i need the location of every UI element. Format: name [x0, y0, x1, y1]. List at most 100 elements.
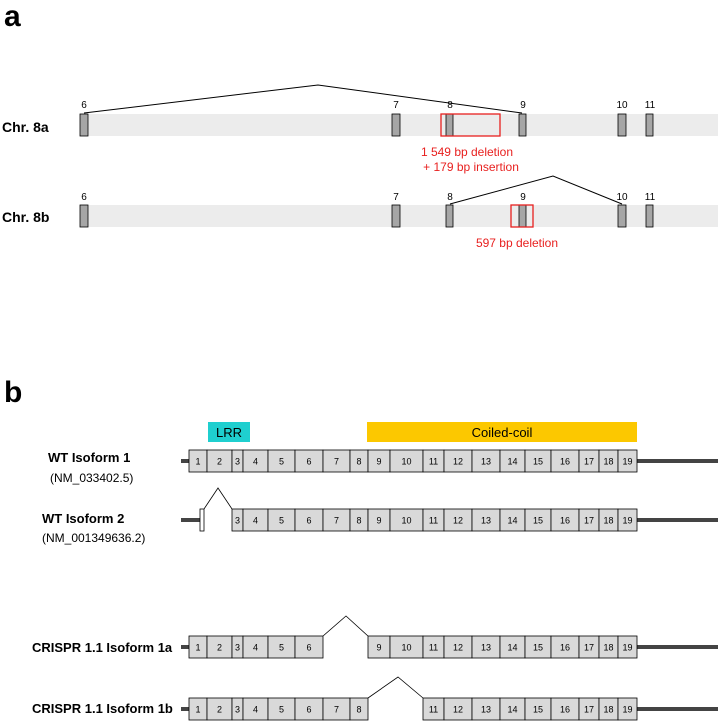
chr-8b-exon-label: 9 [520, 192, 526, 203]
exon-number: 11 [429, 457, 438, 467]
exon-number: 5 [279, 457, 284, 467]
exon-number: 19 [622, 643, 632, 653]
chr-8b-exon-8 [445, 204, 454, 228]
isoform-1-structure: 1 2 3 4 5 6 7 8 9 10 11 12 13 14 15 16 1… [181, 449, 718, 473]
chr-8a-exon-label: 8 [447, 100, 453, 111]
chr-8a-exon-7 [391, 113, 401, 137]
exon-number: 5 [279, 643, 284, 653]
exon-number: 6 [306, 705, 311, 715]
chr-8b-exon-label: 8 [447, 192, 453, 203]
exon-number: 11 [429, 516, 438, 526]
isoform-accession: (NM_001349636.2) [42, 531, 145, 545]
exon-number: 13 [481, 643, 491, 653]
exon-number: 1 [195, 705, 200, 715]
exon-number: 12 [453, 516, 463, 526]
chr-8b-deletion-box [510, 204, 534, 228]
exon-number: 10 [401, 516, 411, 526]
exon-number: 12 [453, 643, 463, 653]
exon-number: 15 [533, 705, 543, 715]
exon-number: 13 [481, 516, 491, 526]
chr-8a-exon-label: 9 [520, 100, 526, 111]
exon-number: 16 [560, 643, 570, 653]
exon-number: 4 [253, 643, 258, 653]
chr-8b-exon-label: 10 [616, 192, 628, 203]
chr-8a-deletion-box [440, 113, 501, 137]
panel-b-label: b [4, 376, 22, 409]
exon-number: 14 [507, 516, 517, 526]
exon-number: 9 [376, 643, 381, 653]
exon-number: 18 [603, 457, 613, 467]
chr-8b-track: Chr. 8b 6 7 8 9 10 11 597 bp deletion [2, 175, 718, 250]
exon-number: 1 [195, 643, 200, 653]
exon-number: 9 [376, 516, 381, 526]
chr-8a-exon-label: 11 [645, 100, 656, 111]
chr-8b-exon-label: 11 [645, 192, 656, 203]
exon-number: 12 [453, 705, 463, 715]
exon-number: 8 [356, 516, 361, 526]
chr-8a-exon-label: 7 [393, 100, 399, 111]
panel-a-label: a [4, 0, 21, 33]
exon-number: 10 [401, 457, 411, 467]
chr-8a-label: Chr. 8a [2, 119, 49, 135]
exon-number: 12 [453, 457, 463, 467]
exon-number: 3 [235, 516, 240, 526]
exon-number: 4 [253, 705, 258, 715]
exon-box [617, 449, 638, 473]
exon-number: 5 [279, 516, 284, 526]
intron-line [322, 615, 369, 637]
isoform-accession: (NM_033402.5) [50, 471, 133, 485]
exon-number: 13 [481, 705, 491, 715]
exon-number: 2 [217, 705, 222, 715]
exon-number: 16 [560, 457, 570, 467]
exon-box [617, 508, 638, 532]
exon-number: 14 [507, 643, 517, 653]
chr-8b-label: Chr. 8b [2, 209, 49, 225]
exon-number: 4 [253, 457, 258, 467]
isoform-name: WT Isoform 2 [42, 511, 124, 526]
exon-number: 6 [306, 643, 311, 653]
isoform-name: WT Isoform 1 [48, 450, 130, 465]
chr-8b-exon-11 [645, 204, 654, 228]
exon-number: 16 [560, 705, 570, 715]
chr-8a-exon-label: 6 [81, 100, 87, 111]
chr-8b-exon-7 [391, 204, 401, 228]
exon-number: 8 [356, 457, 361, 467]
chr-8b-exon-label: 7 [393, 192, 399, 203]
exon-box [617, 635, 638, 659]
exon-number: 6 [306, 457, 311, 467]
isoform-name: CRISPR 1.1 Isoform 1b [32, 701, 173, 716]
exon-number: 7 [334, 516, 339, 526]
chr-8a-exon-10 [617, 113, 627, 137]
exon-number: 17 [584, 705, 594, 715]
chr-8b-exon-9 [518, 204, 527, 228]
chr-8a-exon-8 [445, 113, 454, 137]
exon-number: 18 [603, 643, 613, 653]
coiled-coil-domain [367, 422, 637, 442]
chr-8a-track: Chr. 8a 6 7 8 9 10 11 1 549 bp deletion … [2, 84, 718, 174]
intron-line [203, 487, 233, 510]
exon-number: 18 [603, 705, 613, 715]
chr-8a-exon-11 [645, 113, 654, 137]
exon-number: 3 [235, 705, 240, 715]
chr-8b-exon-6 [79, 204, 89, 228]
chr-8a-splice-line [83, 84, 523, 114]
exon-number: 15 [533, 643, 543, 653]
exon-number: 10 [401, 643, 411, 653]
exon-number: 17 [584, 516, 594, 526]
exon-number: 18 [603, 516, 613, 526]
chr-8a-insertion-annotation: + 179 bp insertion [423, 160, 519, 174]
exon-number: 16 [560, 516, 570, 526]
chr-8a-exon-6 [79, 113, 89, 137]
exon-number: 9 [376, 457, 381, 467]
lrr-domain [208, 422, 250, 442]
exon-number: 19 [622, 705, 632, 715]
exon-number: 11 [429, 705, 438, 715]
exon-number: 14 [507, 705, 517, 715]
exon-box [294, 635, 324, 659]
exon-number: 19 [622, 457, 632, 467]
chr-8b-splice-line [449, 175, 623, 205]
chr-8a-exon-9 [518, 113, 527, 137]
exon-number: 1 [195, 457, 200, 467]
chr-8a-deletion-annotation: 1 549 bp deletion [421, 145, 513, 159]
exon-number: 14 [507, 457, 517, 467]
